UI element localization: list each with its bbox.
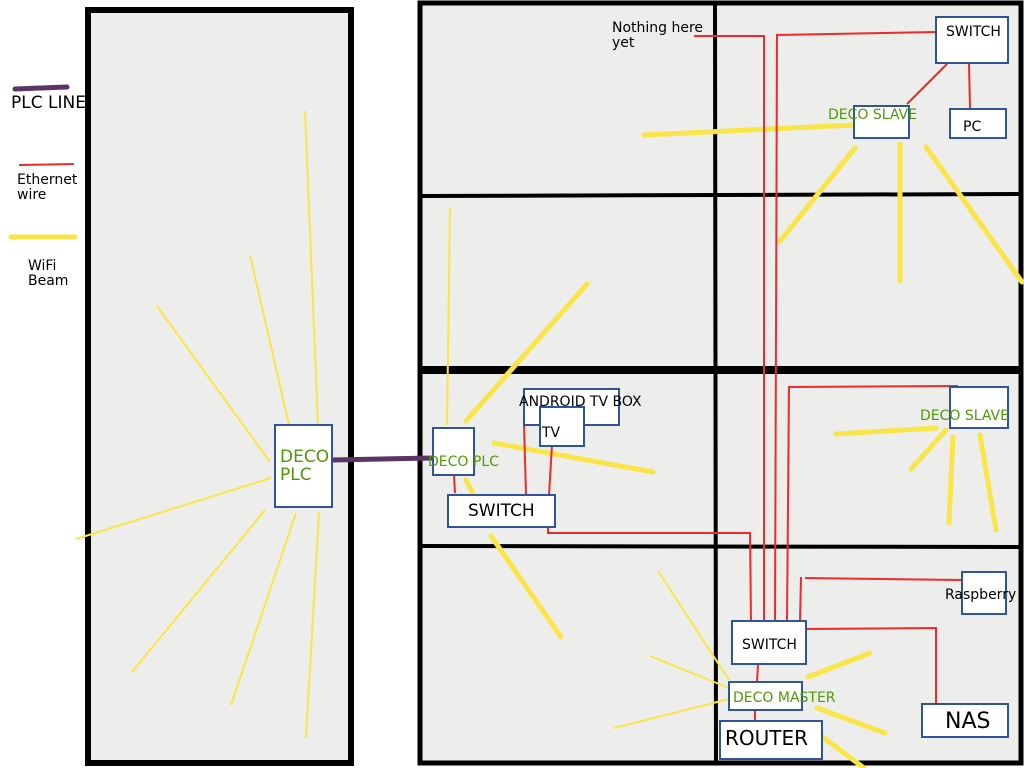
device-label: PLC [280, 465, 312, 485]
legend-wifi-label: Beam [28, 273, 68, 289]
device-label: SWITCH [468, 501, 535, 521]
legend-plc-label: PLC LINE [11, 93, 86, 113]
device-deco-plc-left[interactable]: DECO PLC [274, 424, 333, 508]
legend-ethernet-label: Ethernet [17, 172, 78, 188]
device-nas[interactable]: NAS [921, 703, 1009, 738]
device-deco-plc-mid[interactable]: DECO PLC [428, 427, 499, 476]
device-deco-slave-mid[interactable]: DECO SLAVE [920, 386, 1009, 429]
plc-line [329, 455, 436, 463]
device-deco-slave-top[interactable]: DECO SLAVE [828, 105, 917, 139]
wall [419, 544, 1022, 549]
legend: PLC LINE Ethernet wire WiFi Beam [8, 84, 86, 289]
device-label: ROUTER [725, 726, 808, 750]
right-building-wall [417, 0, 1024, 766]
wall [713, 2, 718, 764]
device-switch-mid[interactable]: SWITCH [447, 494, 556, 528]
legend-ethernet-swatch [18, 163, 75, 166]
wifi-beams [75, 110, 1024, 768]
device-switch-bottom[interactable]: SWITCH [731, 620, 807, 665]
device-router[interactable]: ROUTER [719, 720, 823, 760]
note-text: Nothing here [612, 20, 703, 36]
device-raspberry[interactable]: Raspberry [945, 571, 1016, 615]
device-deco-master[interactable]: DECO MASTER [728, 681, 836, 711]
device-label: SWITCH [946, 24, 1001, 40]
wall [419, 192, 1022, 198]
device-tv[interactable]: TV [539, 406, 585, 447]
device-label: NAS [945, 709, 990, 734]
device-label: DECO MASTER [733, 690, 836, 706]
device-label: DECO SLAVE [828, 107, 917, 123]
device-switch-top[interactable]: SWITCH [935, 16, 1009, 64]
device-label: PC [963, 119, 981, 135]
device-label: Raspberry [945, 587, 1016, 603]
note-text: yet [612, 35, 635, 51]
legend-wifi-label: WiFi [28, 258, 56, 274]
left-building-wall [85, 7, 354, 766]
legend-plc-swatch [12, 84, 70, 92]
ethernet-wires [453, 31, 971, 721]
device-label: TV [541, 425, 561, 441]
device-pc[interactable]: PC [949, 108, 1007, 139]
device-label: SWITCH [742, 637, 797, 653]
device-label: DECO [280, 447, 329, 467]
device-label: DECO SLAVE [920, 408, 1009, 424]
device-label: DECO PLC [428, 454, 499, 470]
legend-ethernet-label: wire [17, 187, 46, 203]
